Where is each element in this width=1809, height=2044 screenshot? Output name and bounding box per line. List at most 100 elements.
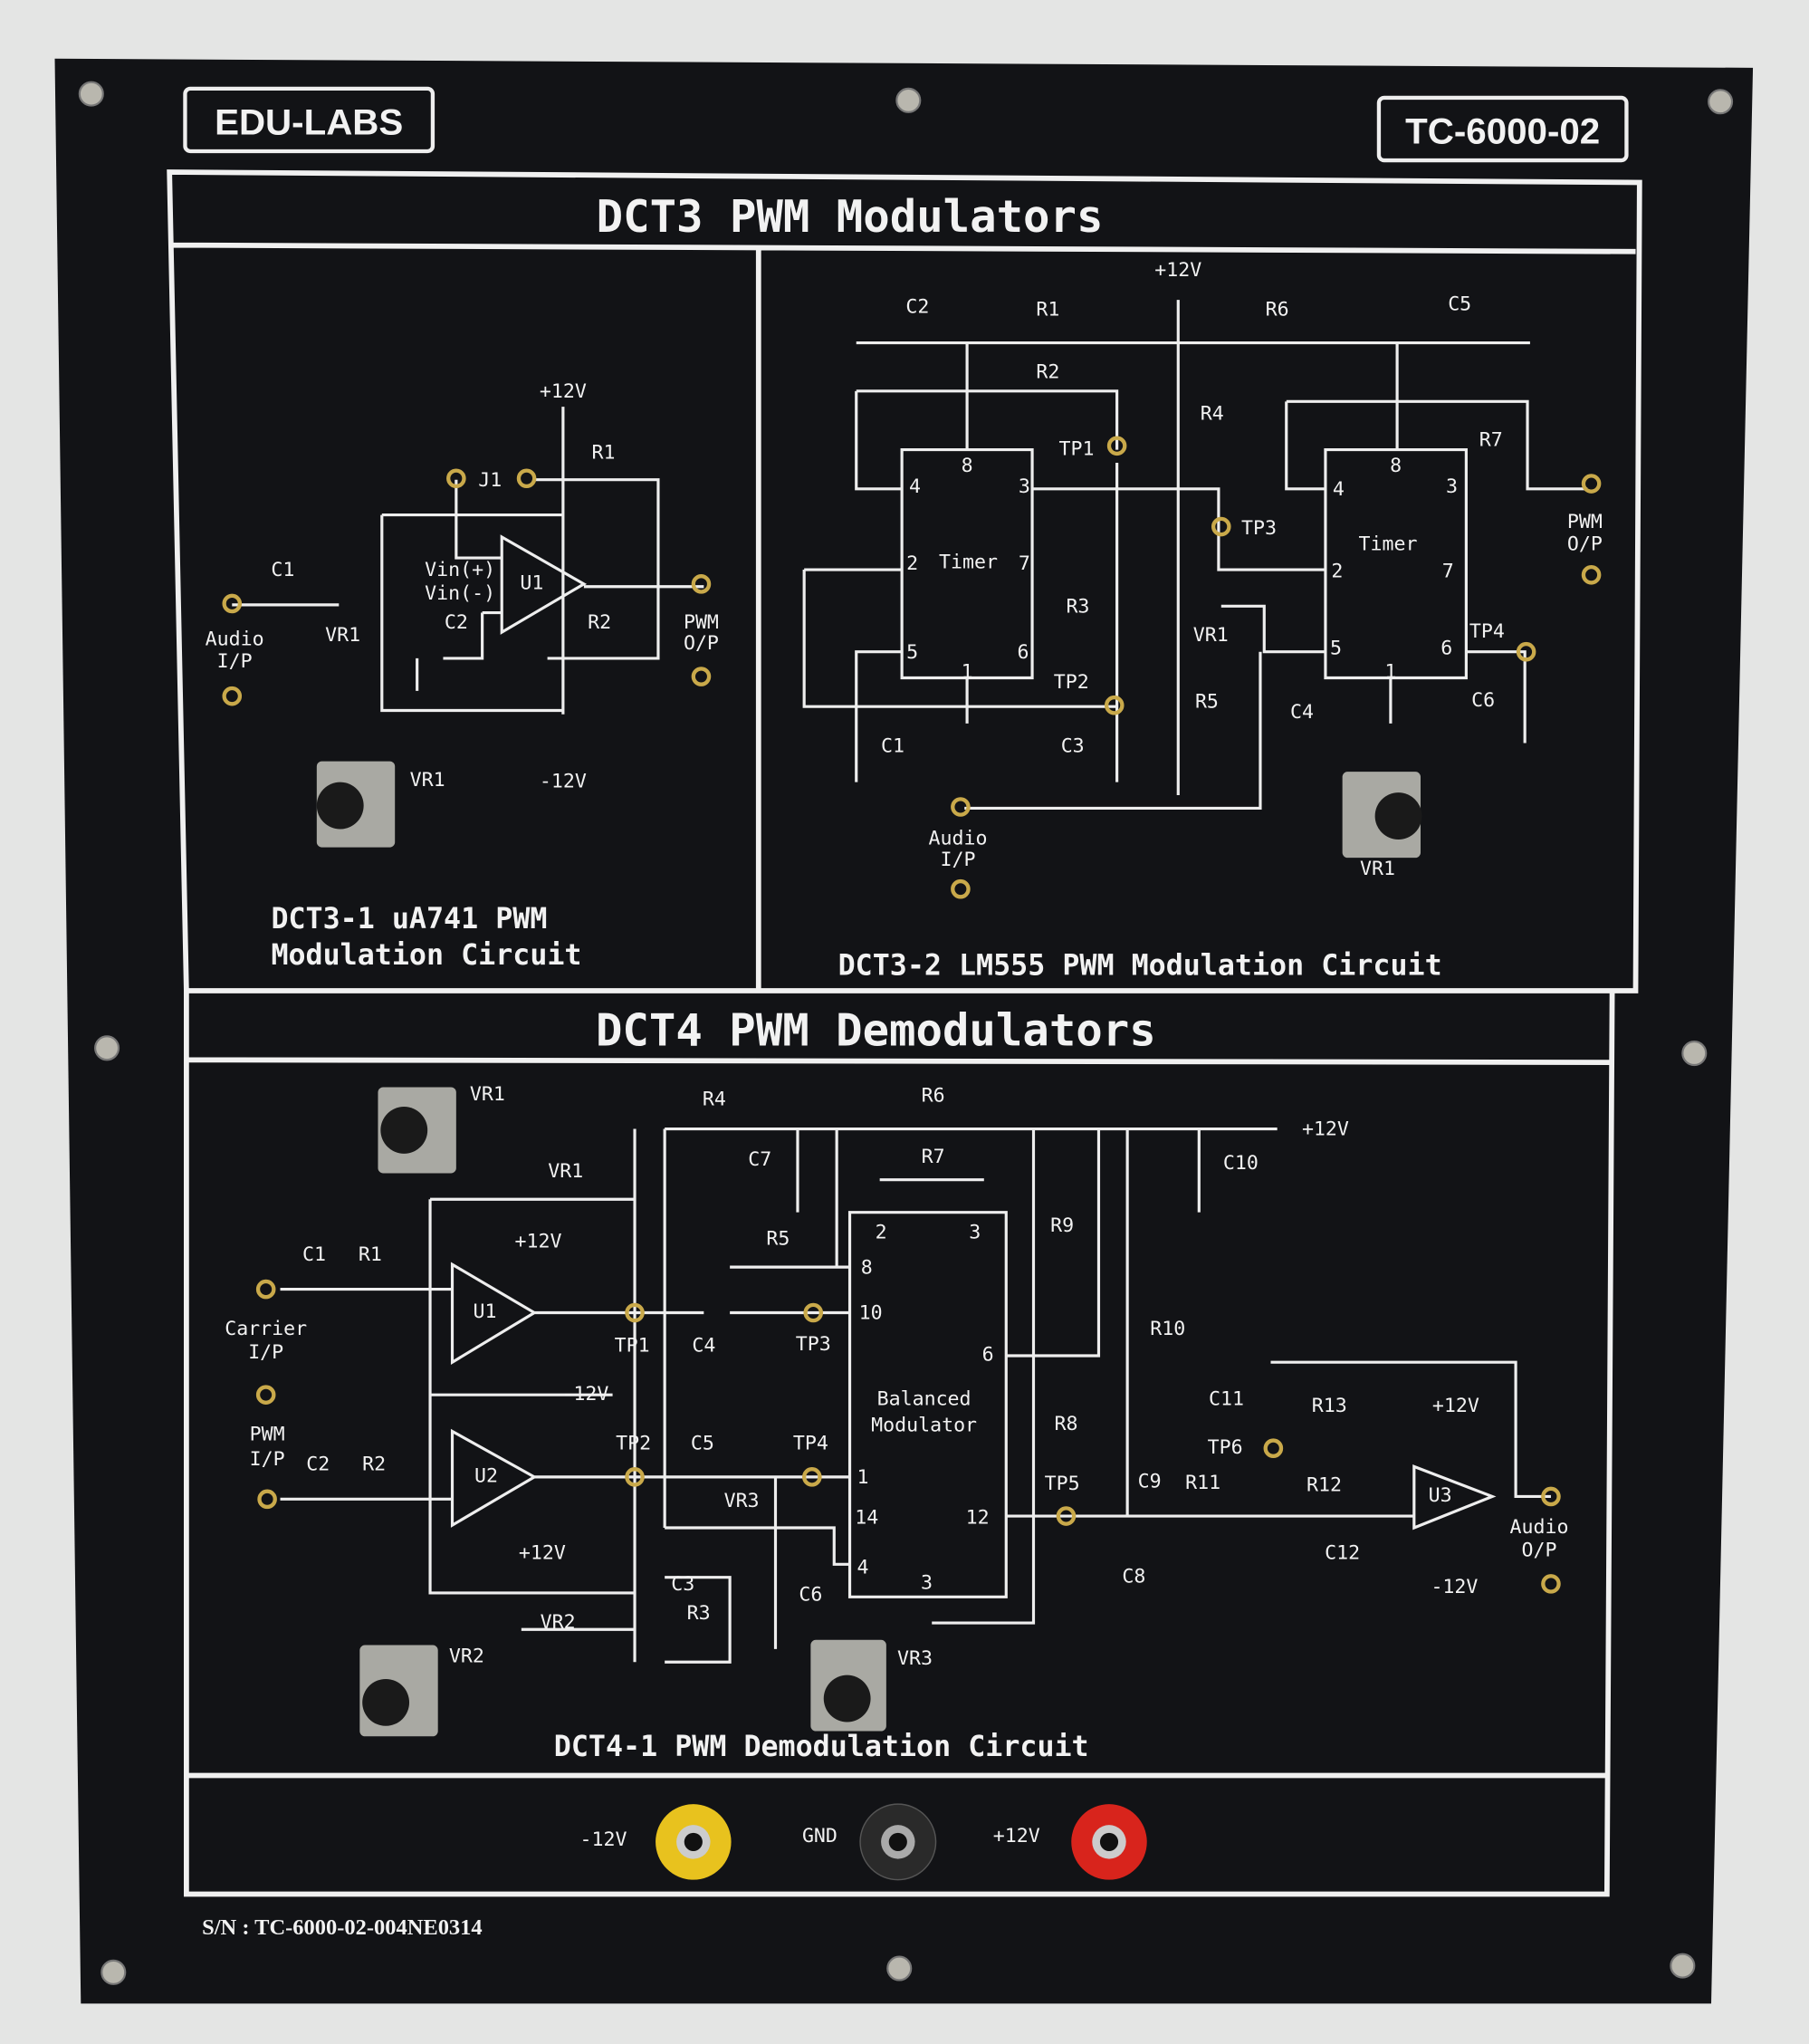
component-label: Timer: [939, 552, 998, 574]
component-label: C6: [1471, 689, 1495, 712]
component-label: R2: [362, 1454, 386, 1476]
component-label: 1: [1384, 660, 1396, 683]
banana-jack-neg[interactable]: [656, 1804, 732, 1880]
component-label: R3: [1066, 596, 1089, 619]
dct3-frame: [167, 169, 1642, 993]
component-label: R7: [1479, 428, 1503, 451]
component-label: 1: [962, 660, 973, 683]
component-label: O/P: [1567, 533, 1603, 555]
banana-jack-gnd[interactable]: [859, 1803, 937, 1881]
dct4-1-title: DCT4-1 PWM Demodulation Circuit: [554, 1731, 1089, 1763]
component-label: C3: [671, 1573, 694, 1596]
component-label: 8: [962, 455, 973, 477]
component-label: VR1: [410, 769, 445, 792]
component-label: 8: [861, 1256, 873, 1279]
component-label: TP5: [1045, 1473, 1080, 1495]
component-label: VR1: [325, 624, 360, 647]
dct3-1-title-line2: Modulation Circuit: [271, 939, 581, 972]
component-label: Vin(+): [425, 559, 495, 581]
component-label: C3: [1061, 735, 1085, 758]
component-label: R5: [1195, 691, 1219, 714]
component-label: VR2: [449, 1645, 484, 1667]
component-label: 1: [857, 1466, 868, 1489]
component-label: +12V: [1432, 1395, 1479, 1417]
component-label: VR1: [1193, 624, 1229, 647]
component-label: 4: [857, 1556, 868, 1579]
component-label: 3: [921, 1572, 933, 1595]
component-label: C11: [1209, 1388, 1244, 1411]
component-label: C1: [302, 1243, 326, 1266]
potentiometer-knob-dct4-vr1[interactable]: [378, 1087, 456, 1174]
screw-icon: [78, 81, 1734, 1985]
dct3-2-component-labels: +12V C2 R1 R6 C5 R2 R4 TP1 R7 8 4 3 8 4 …: [881, 259, 1603, 880]
component-label: I/P: [248, 1341, 283, 1364]
component-label: 4: [909, 475, 921, 498]
component-label: 2: [906, 552, 918, 575]
component-label: -12V: [1431, 1576, 1478, 1598]
potentiometer-knob-vr1[interactable]: [316, 761, 396, 848]
potentiometer-knob-dct4-vr3[interactable]: [810, 1639, 886, 1732]
potentiometer-knob-vr1-lm555[interactable]: [1342, 772, 1422, 859]
component-label: 3: [969, 1221, 981, 1243]
component-label: VR3: [724, 1490, 760, 1512]
component-label: R4: [703, 1089, 726, 1111]
component-label: R10: [1150, 1318, 1185, 1340]
component-label: R7: [922, 1146, 945, 1168]
component-label: TP3: [1241, 517, 1277, 540]
component-label: TP1: [1059, 437, 1095, 460]
component-label: VR1: [548, 1160, 583, 1183]
component-label: 7: [1442, 561, 1454, 583]
component-label: VR1: [1360, 858, 1395, 880]
component-label: PWM: [1567, 511, 1603, 533]
component-label: Audio: [206, 629, 264, 651]
component-label: +12V: [519, 1542, 566, 1565]
component-label: 3: [1446, 475, 1458, 498]
component-label: R11: [1185, 1472, 1220, 1494]
serial-number: S/N : TC-6000-02-004NE0314: [202, 1915, 483, 1940]
component-label: C5: [691, 1433, 714, 1455]
power-label-pos: +12V: [993, 1825, 1040, 1847]
component-label: Timer: [1359, 533, 1418, 555]
component-label: TP4: [793, 1433, 828, 1455]
dct3-1-title-line1: DCT3-1 uA741 PWM: [271, 903, 547, 936]
component-label: C2: [905, 295, 929, 318]
banana-jack-pos[interactable]: [1071, 1804, 1147, 1880]
component-label: R8: [1054, 1413, 1077, 1435]
component-label: R12: [1306, 1474, 1342, 1497]
dct4-title: DCT4 PWM Demodulators: [596, 1004, 1156, 1056]
component-label: Audio: [929, 828, 988, 850]
model-box: [1376, 95, 1629, 163]
potentiometer-knob-dct4-vr2[interactable]: [359, 1645, 438, 1737]
component-label: R1: [1036, 298, 1059, 321]
component-label: O/P: [684, 632, 719, 655]
component-label: U2: [474, 1465, 498, 1488]
dct3-2-title: DCT3-2 LM555 PWM Modulation Circuit: [838, 950, 1442, 983]
component-label: I/P: [250, 1448, 285, 1471]
component-label: +12V: [1154, 259, 1201, 282]
dct4-frame: [184, 990, 1615, 1897]
test-point-icon: [222, 436, 1602, 1594]
component-label: C7: [748, 1148, 771, 1171]
component-label: +12V: [515, 1231, 562, 1253]
dct4-component-labels: VR1 R4 R6 +12V C7 R7 C10 VR1 R9 2 3 +12V…: [225, 1083, 1568, 1670]
component-label: VR3: [897, 1647, 933, 1670]
component-label: 2: [876, 1221, 887, 1243]
component-label: C9: [1138, 1470, 1162, 1492]
component-label: 6: [982, 1344, 994, 1367]
power-label-neg: -12V: [580, 1828, 627, 1851]
schematic-wires: [232, 300, 1588, 1664]
component-label: 2: [1331, 561, 1343, 583]
component-label: -12V: [561, 1383, 608, 1406]
component-label: R2: [588, 611, 611, 634]
component-label: U1: [474, 1300, 497, 1323]
component-label: VR1: [470, 1083, 505, 1106]
component-label: TP6: [1208, 1436, 1243, 1459]
component-label: -12V: [540, 770, 587, 792]
component-label: I/P: [217, 650, 253, 673]
component-label: R2: [1036, 360, 1059, 383]
component-label: PWM: [250, 1424, 285, 1446]
component-label: R6: [1266, 298, 1289, 321]
component-label: Vin(-): [425, 582, 495, 605]
component-label: PWM: [684, 611, 719, 634]
component-label: 4: [1333, 478, 1345, 501]
